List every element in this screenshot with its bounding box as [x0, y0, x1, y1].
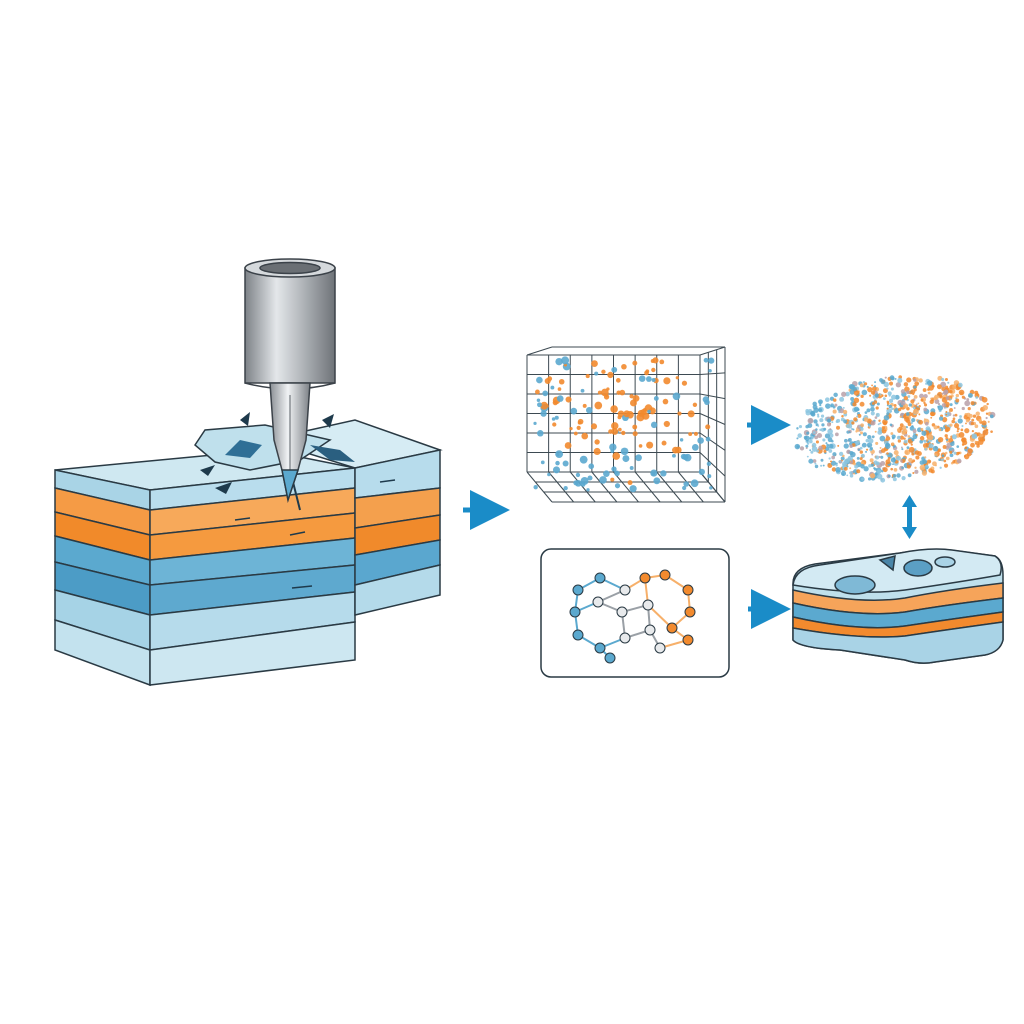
molecular-network-icon	[540, 548, 730, 678]
particle-grid-icon	[526, 346, 726, 503]
right-block	[262, 419, 443, 616]
indenter-on-layered-block-icon	[54, 258, 443, 687]
arrow-cloud-sample-bidirectional	[902, 495, 917, 539]
layered-sample-icon	[792, 548, 1004, 664]
left-block	[54, 449, 356, 687]
indenter-tool	[244, 258, 336, 503]
particle-cloud-icon	[794, 375, 996, 483]
